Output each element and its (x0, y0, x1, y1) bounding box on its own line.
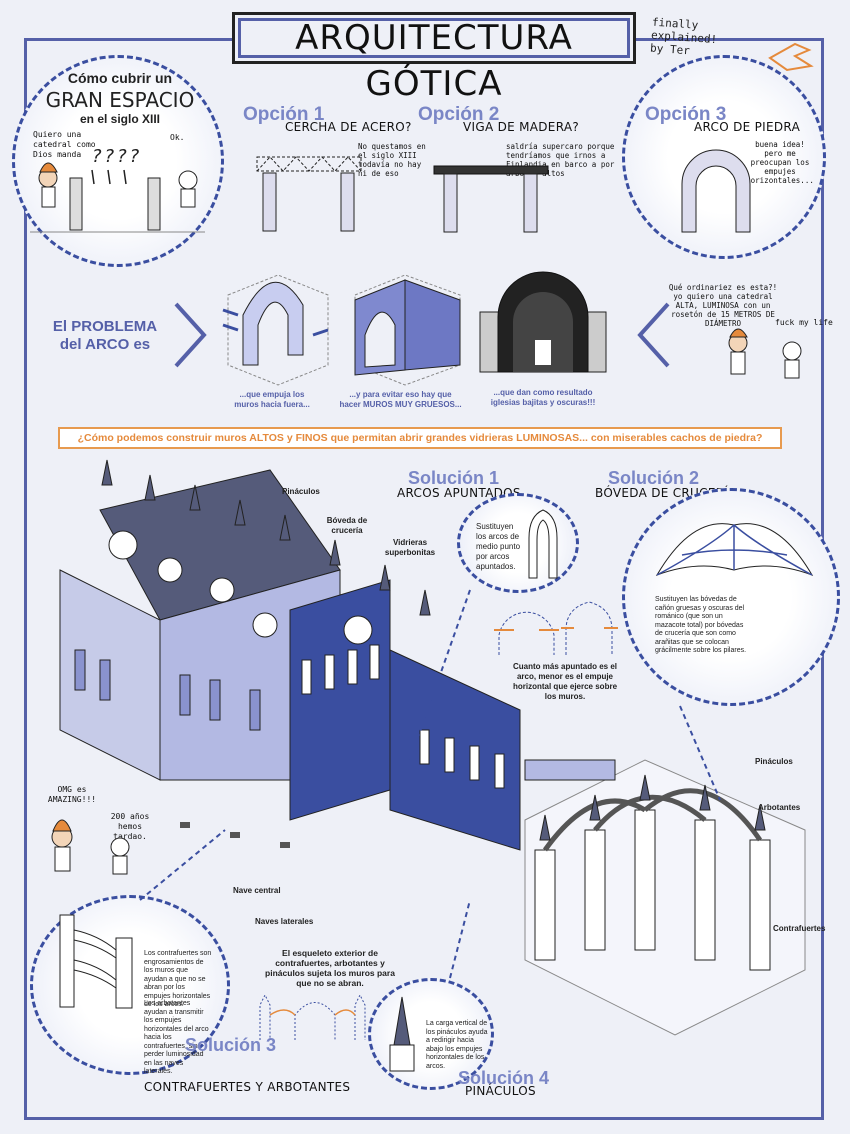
problem-thick-walls (354, 274, 461, 386)
solution-1-circle (457, 493, 579, 593)
ruin-structure-illustration (524, 759, 806, 1036)
label-naves-laterales: Naves laterales (255, 917, 314, 926)
solution-1-label: Solución 1 (408, 468, 500, 488)
solution-3-label: Solución 3 (185, 1035, 277, 1055)
problem-bubble-2: fuck my life (775, 318, 833, 327)
solution-4-circle (368, 978, 494, 1090)
rib-vault-icon (655, 523, 814, 576)
option-3-label: Opción 3 (645, 104, 727, 125)
pointed-arch-icon (528, 509, 558, 579)
label-contrafuertes: Contrafuertes (773, 924, 826, 933)
skeleton-note: El esqueleto exterior de contrafuertes, … (265, 948, 395, 988)
pinnacle-icon (389, 996, 415, 1072)
intro-heading-1: Cómo cubrir un (67, 70, 173, 86)
label-pinaculos-top: Pináculos (282, 487, 320, 496)
solution-2-label: Solución 2 (608, 468, 700, 488)
chevron-right-icon (174, 302, 207, 368)
problem-label-1: El PROBLEMA (52, 318, 158, 335)
label-nave-central: Nave central (233, 886, 281, 895)
option-2-label: Opción 2 (418, 104, 500, 125)
intro-question-marks: ???? (92, 146, 143, 167)
chevron-left-icon (637, 302, 670, 368)
problem-bubble-1: Qué ordinariez es esta?! yo quiero una c… (668, 283, 778, 328)
label-pinaculos-right: Pináculos (755, 757, 793, 766)
label-vidrieras: Vidrieras superbonitas (384, 538, 436, 557)
question-banner: ¿Cómo podemos construir muros ALTOS y FI… (58, 427, 782, 449)
problem-dark-interior (479, 271, 607, 373)
solution-3-text-1: Los contrafuertes son engrosamientos de … (144, 950, 212, 1008)
solution-1-text: Sustituyen los arcos de medio punto por … (476, 522, 521, 571)
solution-4-title: PINÁCULOS (465, 1084, 536, 1098)
poster-title-box: ARQUITECTURA GÓTICA (232, 12, 636, 104)
omg-characters (51, 819, 130, 875)
option-2-title: VIGA DE MADERA? (463, 120, 580, 134)
scroll-logo-icon (768, 42, 814, 72)
option-1-title: CERCHA DE ACERO? (285, 120, 412, 134)
option-1-bubble: No questamos en el siglo XIII todavía no… (358, 142, 426, 178)
solution-1-title: ARCOS APUNTADOS (397, 486, 521, 500)
arch-note: Cuanto más apuntado es el arco, menor es… (512, 662, 618, 701)
label-boveda: Bóveda de crucería (326, 516, 368, 535)
label-arbotantes: Arbotantes (758, 803, 801, 812)
intro-heading-2: GRAN ESPACIO (45, 88, 195, 112)
cathedral-illustration (50, 459, 521, 851)
problem-caption-3: ...que dan como resultado iglesias bajit… (490, 388, 596, 407)
option-3-stone-arch (681, 149, 751, 233)
omg-bubble-2: 200 años hemos tardao. (110, 812, 150, 841)
intro-illustration (30, 162, 205, 233)
option-1-label: Opción 1 (243, 104, 325, 125)
problem-vault-thrust (222, 274, 329, 386)
option-1-steel-truss (256, 156, 362, 232)
problem-caption-1: ...que empuja los muros hacia fuera... (234, 390, 310, 409)
arch-thrust-diagram (494, 601, 618, 655)
problem-characters (728, 328, 802, 379)
buttress-icon (59, 914, 133, 1009)
intro-bubble-left: Quiero una catedral como Dios manda (33, 130, 96, 159)
problem-caption-2: ...y para evitar eso hay que hacer MUROS… (339, 390, 462, 409)
solution-4-label: Solución 4 (458, 1068, 550, 1088)
solution-2-text: Sustituyen las bóvedas de cañón gruesas … (655, 596, 747, 654)
option-3-title: ARCO DE PIEDRA (694, 120, 801, 134)
solution-3-title: CONTRAFUERTES Y ARBOTANTES (144, 1080, 351, 1094)
solution-4-text: La carga vertical de los pináculos ayuda… (426, 1020, 488, 1070)
intro-bubble-right: Ok. (170, 133, 185, 142)
solution-3-text-2: Los arbotantes ayudan a transmitir los e… (144, 1000, 209, 1075)
omg-bubble-1: OMG es AMAZING!!! (47, 785, 97, 804)
poster-title: ARQUITECTURA GÓTICA (295, 18, 573, 104)
flying-buttress-diagram (259, 993, 366, 1040)
problem-label-2: del ARCO es (59, 336, 151, 353)
option-3-bubble: buena idea! pero me preocupan los empuje… (746, 140, 814, 185)
option-2-wood-beam (433, 165, 549, 233)
intro-heading-3: en el siglo XIII (79, 112, 161, 126)
